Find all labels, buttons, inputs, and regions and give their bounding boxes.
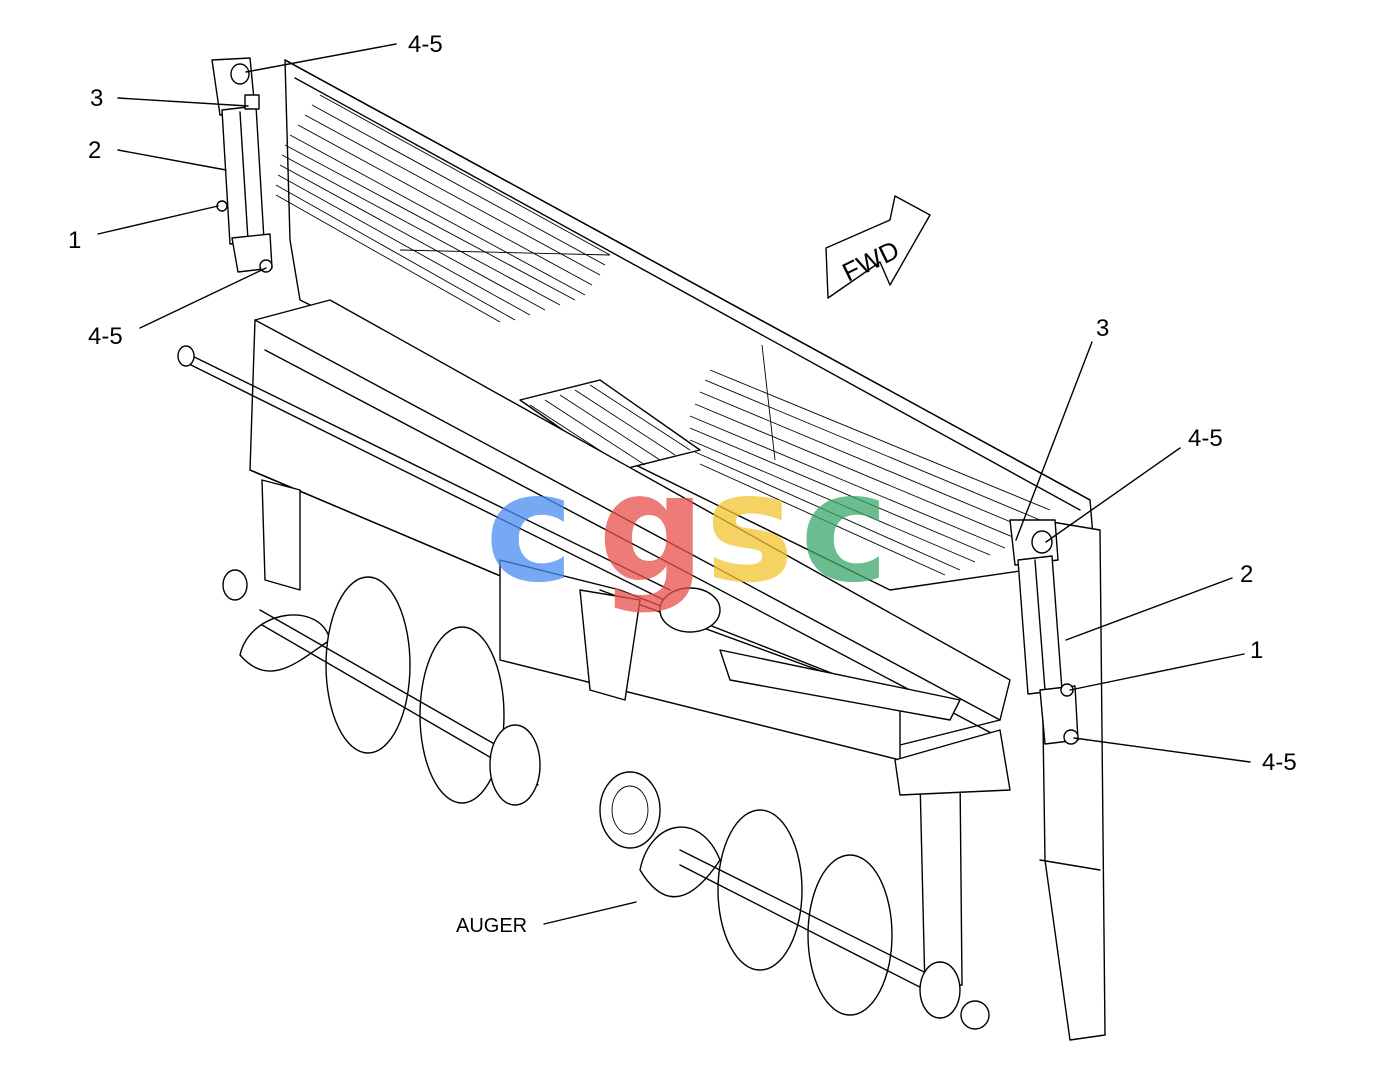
callout-top-left-3: 3 bbox=[90, 85, 103, 112]
hydraulic-cylinder-left bbox=[211, 57, 273, 273]
callout-right-2: 2 bbox=[1240, 561, 1253, 588]
callouts: 4-5 3 2 1 4-5 3 4-5 2 1 4-5 AUGER bbox=[68, 31, 1297, 937]
callout-right-4-5-bottom: 4-5 bbox=[1262, 749, 1297, 776]
watermark-letter-2: g bbox=[598, 442, 705, 616]
auger-label: AUGER bbox=[456, 915, 527, 937]
callout-mid-left-4-5: 4-5 bbox=[88, 323, 123, 350]
screed-frame bbox=[177, 59, 1106, 1041]
callout-right-4-5-top: 4-5 bbox=[1188, 425, 1223, 452]
watermark-letter-1: c bbox=[485, 442, 574, 616]
auger-flights-right bbox=[639, 809, 990, 1030]
callout-right-3: 3 bbox=[1096, 315, 1109, 342]
watermark-letter-4: c bbox=[800, 442, 889, 616]
hydraulic-cylinder-right bbox=[1009, 519, 1079, 745]
watermark-letter-3: s bbox=[705, 442, 794, 616]
callout-top-left-2: 2 bbox=[88, 137, 101, 164]
callout-right-1: 1 bbox=[1250, 637, 1263, 664]
watermark-logo: c g s c bbox=[485, 442, 889, 616]
fwd-arrow: FWD bbox=[825, 195, 931, 299]
callout-top-left-4-5: 4-5 bbox=[408, 31, 443, 58]
callout-top-left-1: 1 bbox=[68, 227, 81, 254]
auger-flights-left bbox=[222, 569, 541, 806]
heater-fins-left bbox=[275, 94, 611, 323]
heater-fins-right bbox=[689, 344, 1051, 576]
